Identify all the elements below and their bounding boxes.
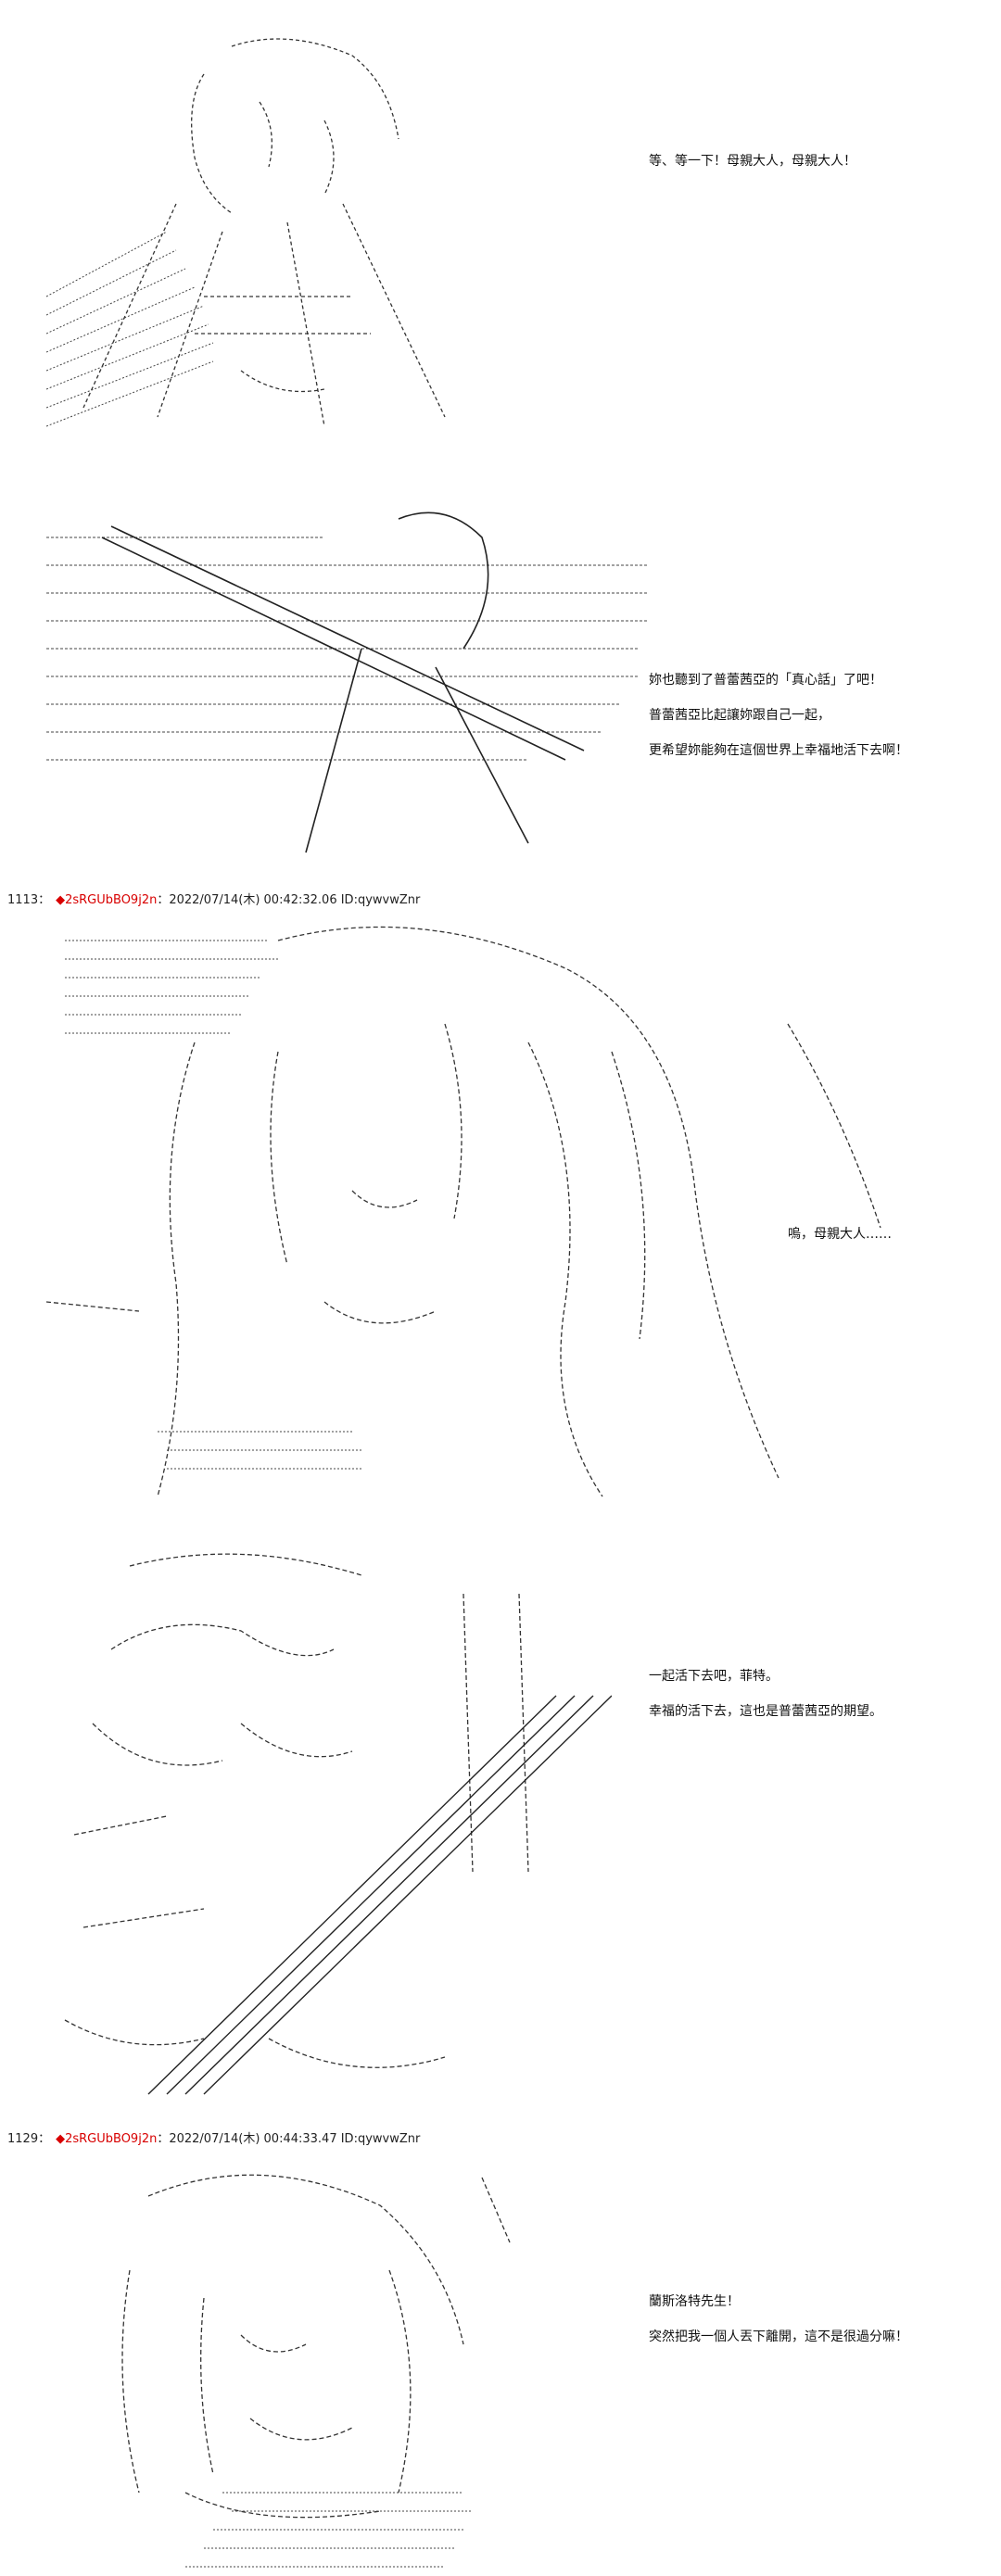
post-header-2: 1129： ◆2sRGUbBO9j2n：2022/07/14(木) 00:44:3…	[7, 2128, 420, 2146]
dialogue-line: 普蕾茜亞比起讓妳跟自己一起，	[649, 708, 830, 723]
dialogue-line: 更希望妳能夠在這個世界上幸福地活下去啊！	[649, 743, 908, 758]
dialogue-line: 嗚，母親大人……	[788, 1227, 892, 1242]
dialogue-line: 等、等一下！母親大人，母親大人！	[649, 154, 856, 169]
poster-tripcode[interactable]: ◆2sRGUbBO9j2n	[56, 893, 158, 907]
panel-2: 妳也聽到了普蕾茜亞的「真心話」了吧！ 普蕾茜亞比起讓妳跟自己一起， 更希望妳能夠…	[0, 482, 1001, 862]
panel-4: 一起活下去吧，菲特。 幸福的活下去，這也是普蕾茜亞的期望。	[0, 1538, 1001, 2113]
panel-5: 蘭斯洛特先生！ 突然把我一個人丟下離開，這不是很過分嘛！	[0, 2150, 1001, 2576]
panel-1: 等、等一下！母親大人，母親大人！	[0, 0, 1001, 454]
poster-tripcode[interactable]: ◆2sRGUbBO9j2n	[56, 2132, 158, 2146]
dialogue-line: 突然把我一個人丟下離開，這不是很過分嘛！	[649, 2330, 908, 2344]
post-number: 1113：	[7, 893, 51, 907]
ascii-art-figure-2	[46, 482, 649, 862]
dialogue-1: 等、等一下！母親大人，母親大人！	[649, 144, 982, 179]
ascii-art-figure-5	[74, 2159, 556, 2576]
dialogue-line: 一起活下去吧，菲特。	[649, 1669, 779, 1684]
dialogue-line: 蘭斯洛特先生！	[649, 2294, 740, 2309]
dialogue-4: 一起活下去吧，菲特。 幸福的活下去，這也是普蕾茜亞的期望。	[649, 1659, 982, 1729]
panel-3: 嗚，母親大人……	[0, 913, 1001, 1506]
ascii-art-figure-1	[46, 19, 510, 445]
post-timestamp: ：2022/07/14(木) 00:42:32.06 ID:qywvwZnr	[157, 893, 421, 907]
dialogue-line: 妳也聽到了普蕾茜亞的「真心話」了吧！	[649, 673, 882, 688]
ascii-art-figure-3	[46, 913, 936, 1506]
dialogue-2: 妳也聽到了普蕾茜亞的「真心話」了吧！ 普蕾茜亞比起讓妳跟自己一起， 更希望妳能夠…	[649, 663, 982, 768]
post-header-1: 1113： ◆2sRGUbBO9j2n：2022/07/14(木) 00:42:3…	[7, 890, 420, 907]
post-number: 1129：	[7, 2132, 51, 2146]
post-timestamp: ：2022/07/14(木) 00:44:33.47 ID:qywvwZnr	[157, 2132, 421, 2146]
dialogue-5: 蘭斯洛特先生！ 突然把我一個人丟下離開，這不是很過分嘛！	[649, 2284, 982, 2355]
ascii-art-figure-4	[56, 1538, 612, 2113]
dialogue-line: 幸福的活下去，這也是普蕾茜亞的期望。	[649, 1704, 882, 1719]
dialogue-3: 嗚，母親大人……	[788, 1217, 982, 1252]
